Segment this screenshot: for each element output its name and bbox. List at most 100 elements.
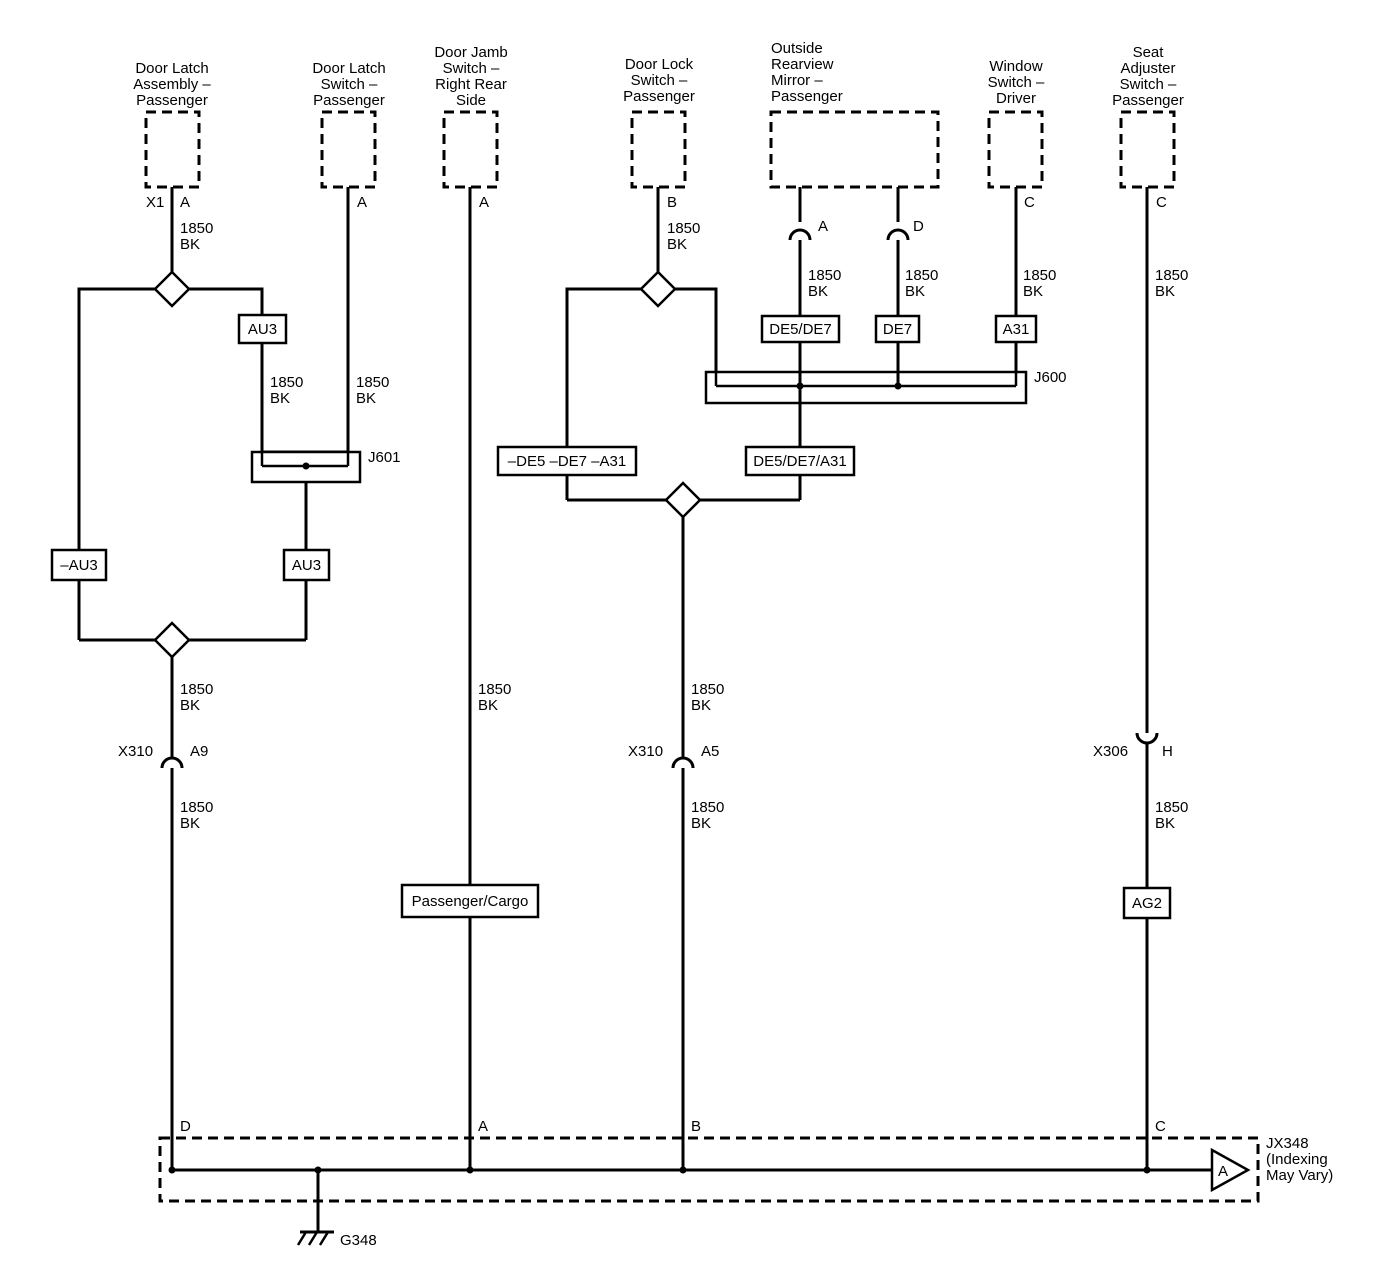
- connector-symbol-mirror-d: [886, 228, 910, 252]
- option-box-not-de5-de7-a31: –DE5 –DE7 –A31: [496, 445, 638, 477]
- off-page-reference-arrow: A: [1210, 1147, 1251, 1193]
- component-title-door-latch-switch: Door Latch Switch – Passenger: [312, 60, 385, 109]
- option-box-ag2: AG2: [1122, 886, 1172, 920]
- option-box-passenger-cargo: Passenger/Cargo: [400, 883, 540, 919]
- svg-text:BK: BK: [1023, 283, 1043, 300]
- splice-diamond-latch-bottom: [153, 621, 191, 659]
- svg-text:BK: BK: [667, 236, 687, 253]
- svg-text:Switch –: Switch –: [988, 74, 1045, 91]
- svg-text:DE5/DE7/A31: DE5/DE7/A31: [753, 453, 846, 470]
- junction-pin-d: D: [180, 1118, 191, 1135]
- component-box-window-switch: [987, 110, 1044, 189]
- svg-text:Passenger/Cargo: Passenger/Cargo: [412, 893, 529, 910]
- svg-text:Passenger: Passenger: [136, 92, 208, 109]
- svg-text:Outside: Outside: [771, 40, 823, 57]
- svg-text:BK: BK: [691, 815, 711, 832]
- svg-text:Door Latch: Door Latch: [135, 60, 208, 77]
- svg-text:Passenger: Passenger: [1112, 92, 1184, 109]
- svg-text:–DE5 –DE7 –A31: –DE5 –DE7 –A31: [508, 453, 626, 470]
- pin-mirror-a: A: [818, 218, 828, 235]
- component-box-outside-mirror: [769, 110, 940, 189]
- svg-text:1850: 1850: [905, 267, 938, 284]
- component-title-window-switch: Window Switch – Driver: [988, 58, 1045, 107]
- option-box-au3-bottom: AU3: [282, 548, 331, 582]
- svg-text:Door Lock: Door Lock: [625, 56, 694, 73]
- pin-latch: A: [180, 194, 190, 211]
- svg-text:1850: 1850: [691, 799, 724, 816]
- svg-text:Window: Window: [989, 58, 1043, 75]
- svg-text:AU3: AU3: [292, 557, 321, 574]
- svg-text:1850: 1850: [180, 220, 213, 237]
- component-title-door-lock-switch: Door Lock Switch – Passenger: [623, 56, 695, 105]
- svg-text:1850: 1850: [1155, 267, 1188, 284]
- svg-text:Passenger: Passenger: [313, 92, 385, 109]
- svg-text:1850: 1850: [180, 681, 213, 698]
- component-title-seat-adjuster: Seat Adjuster Switch – Passenger: [1112, 44, 1184, 109]
- svg-text:DE7: DE7: [883, 321, 912, 338]
- svg-text:AU3: AU3: [248, 321, 277, 338]
- connector-symbol-mirror-a: [788, 228, 812, 252]
- svg-text:1850: 1850: [1155, 799, 1188, 816]
- option-box-de7: DE7: [874, 314, 921, 344]
- svg-text:BK: BK: [691, 697, 711, 714]
- svg-text:X310: X310: [118, 743, 153, 760]
- svg-text:Switch –: Switch –: [321, 76, 378, 93]
- junction-pin-a: A: [478, 1118, 488, 1135]
- svg-text:Passenger: Passenger: [623, 88, 695, 105]
- svg-text:Rearview: Rearview: [771, 56, 834, 73]
- pin-mirror-d: D: [913, 218, 924, 235]
- option-box-de5-de7-a31: DE5/DE7/A31: [744, 445, 856, 477]
- component-box-door-jamb-switch: [442, 110, 499, 189]
- svg-text:1850: 1850: [808, 267, 841, 284]
- svg-text:Switch –: Switch –: [631, 72, 688, 89]
- svg-text:J601: J601: [368, 449, 401, 466]
- splice-pack-j600: J600: [704, 342, 1067, 447]
- option-box-not-au3: –AU3: [50, 548, 108, 582]
- svg-text:Adjuster: Adjuster: [1120, 60, 1175, 77]
- svg-text:Passenger: Passenger: [771, 88, 843, 105]
- svg-text:Door Jamb: Door Jamb: [434, 44, 507, 61]
- pin-lock: B: [667, 194, 677, 211]
- svg-text:1850: 1850: [691, 681, 724, 698]
- svg-text:1850: 1850: [478, 681, 511, 698]
- svg-text:BK: BK: [1155, 283, 1175, 300]
- svg-text:BK: BK: [478, 697, 498, 714]
- svg-text:Mirror –: Mirror –: [771, 72, 823, 89]
- svg-text:1850: 1850: [356, 374, 389, 391]
- svg-text:May Vary): May Vary): [1266, 1167, 1333, 1184]
- svg-text:1850: 1850: [180, 799, 213, 816]
- svg-text:BK: BK: [356, 390, 376, 407]
- svg-text:BK: BK: [180, 236, 200, 253]
- junction-pin-c: C: [1155, 1118, 1166, 1135]
- svg-text:X310: X310: [628, 743, 663, 760]
- svg-text:A5: A5: [701, 743, 719, 760]
- component-title-door-latch-assembly: Door Latch Assembly – Passenger: [133, 60, 211, 109]
- svg-text:Side: Side: [456, 92, 486, 109]
- svg-text:1850: 1850: [667, 220, 700, 237]
- pin-seat: C: [1156, 194, 1167, 211]
- junction-pin-b: B: [691, 1118, 701, 1135]
- component-box-door-lock-switch: [630, 110, 687, 189]
- component-box-seat-adjuster: [1119, 110, 1176, 189]
- pin-window: C: [1024, 194, 1035, 211]
- connector-x306: X306 H: [1093, 720, 1173, 760]
- component-box-door-latch-switch: [320, 110, 377, 189]
- svg-text:AG2: AG2: [1132, 895, 1162, 912]
- svg-text:X306: X306: [1093, 743, 1128, 760]
- svg-text:DE5/DE7: DE5/DE7: [769, 321, 832, 338]
- splice-diamond-latch-top: [153, 270, 191, 308]
- option-box-a31: A31: [994, 314, 1038, 344]
- svg-text:Seat: Seat: [1133, 44, 1165, 61]
- svg-text:BK: BK: [180, 815, 200, 832]
- pin-connector-x1: X1: [146, 194, 164, 211]
